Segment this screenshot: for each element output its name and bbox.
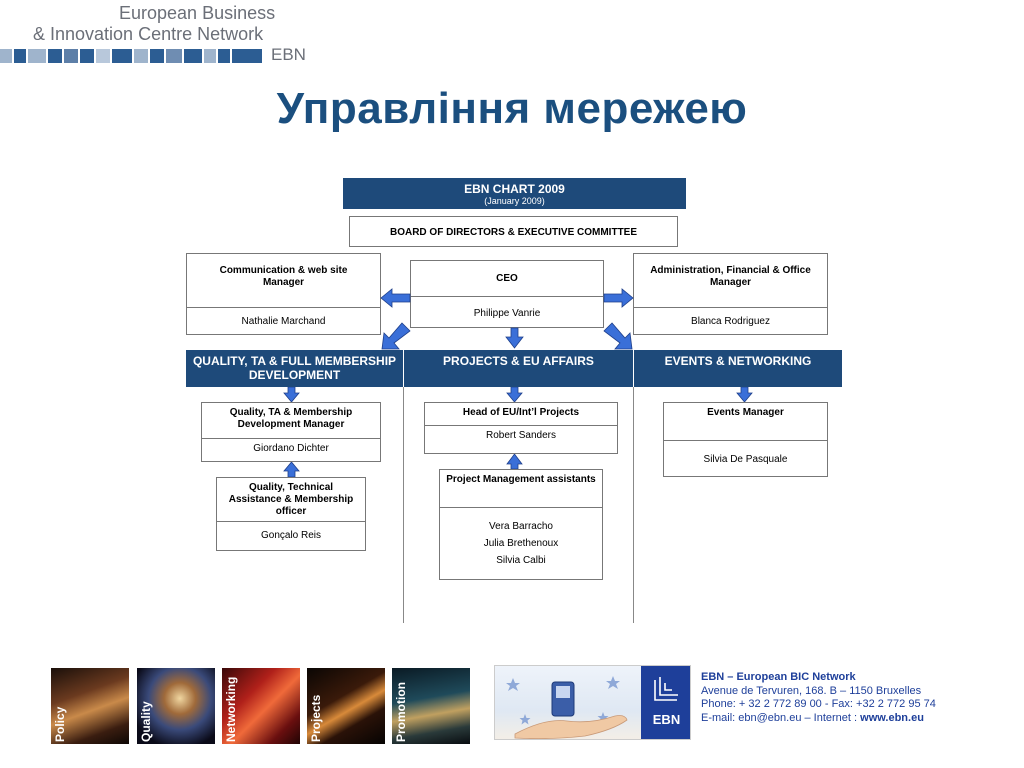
- logo-line-2: & Innovation Centre Network: [33, 24, 264, 44]
- footer-phone: Phone: + 32 2 772 89 00 - Fax: +32 2 772…: [701, 698, 936, 710]
- ceo-name: Philippe Vanrie: [473, 308, 541, 319]
- dept-projects-label: PROJECTS & EU AFFAIRS: [443, 354, 594, 368]
- footer-banner: EBN: [494, 665, 691, 740]
- arrow-quality-dept: [283, 386, 300, 403]
- quality-manager-role: Quality, TA & Membership Development Man…: [202, 403, 380, 439]
- ebn-logo-icon: [654, 677, 678, 701]
- arrow-pm-up: [506, 453, 523, 470]
- arrow-ceo-to-events: [603, 322, 633, 350]
- footer-website-link[interactable]: www.ebn.eu: [860, 712, 924, 724]
- slide-title: Управління мережею: [276, 84, 748, 133]
- admin-box: Administration, Financial & Office Manag…: [633, 253, 828, 335]
- arrow-ceo-to-admin: [603, 288, 634, 308]
- quality-officer-name: Gonçalo Reis: [260, 530, 322, 541]
- column-divider-right: [633, 387, 634, 623]
- arrow-ceo-to-projects: [505, 327, 524, 349]
- footer-tile-label: Projects: [309, 694, 323, 742]
- footer-tile-promotion: Promotion: [392, 668, 470, 744]
- hand-illustration: [506, 676, 628, 739]
- footer-email: E-mail: ebn@ebn.eu – Internet : www.ebn.…: [701, 712, 924, 724]
- quality-manager-name: Giordano Dichter: [253, 443, 329, 454]
- ebn-footer-logo: EBN: [641, 666, 690, 739]
- logo-abbr: EBN: [271, 45, 306, 64]
- footer-tile-projects: Projects: [307, 668, 385, 744]
- org-chart: EBN CHART 2009 (January 2009) BOARD OF D…: [186, 178, 842, 623]
- comm-name: Nathalie Marchand: [241, 316, 326, 327]
- admin-role: Administration, Financial & Office Manag…: [634, 254, 827, 308]
- dept-projects: PROJECTS & EU AFFAIRS: [404, 350, 633, 387]
- projects-head-role: Head of EU/Int’l Projects: [425, 403, 617, 426]
- events-manager-name: Silvia De Pasquale: [703, 454, 788, 465]
- quality-officer-box: Quality, Technical Assistance & Membersh…: [216, 477, 366, 551]
- ceo-box: CEO Philippe Vanrie: [410, 260, 604, 328]
- pm-assistants-names: Vera Barracho Julia Brethenoux Silvia Ca…: [440, 518, 602, 569]
- column-divider-left: [403, 387, 404, 623]
- chart-title: EBN CHART 2009: [464, 182, 565, 196]
- dept-events-label: EVENTS & NETWORKING: [664, 354, 812, 368]
- footer-tile-quality: Quality: [137, 668, 215, 744]
- comm-role: Communication & web site Manager: [187, 254, 380, 308]
- pm-assistant-name: Vera Barracho: [489, 521, 553, 532]
- events-manager-role: Events Manager: [664, 403, 827, 441]
- comm-box: Communication & web site Manager Nathali…: [186, 253, 381, 335]
- footer-email-text: E-mail: ebn@ebn.eu – Internet :: [701, 712, 861, 724]
- chart-subtitle: (January 2009): [484, 196, 545, 206]
- footer-org-name: EBN – European BIC Network: [701, 671, 856, 683]
- footer-tile-networking: Networking: [222, 668, 300, 744]
- chart-title-bar: EBN CHART 2009 (January 2009): [343, 178, 686, 209]
- arrow-ceo-to-comm: [380, 288, 411, 308]
- chart-arrows: [283, 288, 753, 478]
- ebn-logo-text: EBN: [652, 712, 681, 727]
- board-label: BOARD OF DIRECTORS & EXECUTIVE COMMITTEE: [389, 227, 638, 238]
- quality-officer-role: Quality, Technical Assistance & Membersh…: [217, 478, 365, 522]
- pm-assistant-name: Julia Brethenoux: [483, 538, 559, 549]
- arrow-events-dept: [736, 386, 753, 403]
- admin-name: Blanca Rodriguez: [691, 316, 770, 327]
- pm-assistants-role: Project Management assistants: [440, 470, 602, 508]
- arrow-officer-up: [283, 461, 300, 478]
- footer-address: Avenue de Tervuren, 168. B – 1150 Bruxel…: [701, 685, 922, 697]
- ceo-role: CEO: [411, 261, 603, 297]
- projects-head-name: Robert Sanders: [485, 430, 557, 441]
- events-manager-box: Events Manager Silvia De Pasquale: [663, 402, 828, 477]
- dept-quality-label: QUALITY, TA & FULL MEMBERSHIP DEVELOPMEN…: [192, 354, 397, 382]
- arrow-projects-dept: [506, 386, 523, 403]
- arrow-ceo-to-quality: [381, 322, 411, 350]
- footer-tile-label: Policy: [53, 706, 67, 742]
- footer-tile-label: Networking: [224, 676, 238, 742]
- projects-head-box: Head of EU/Int’l Projects Robert Sanders: [424, 402, 618, 454]
- quality-manager-box: Quality, TA & Membership Development Man…: [201, 402, 381, 462]
- dept-events: EVENTS & NETWORKING: [634, 350, 842, 387]
- footer-tile-label: Quality: [139, 701, 153, 742]
- dept-quality: QUALITY, TA & FULL MEMBERSHIP DEVELOPMEN…: [186, 350, 403, 387]
- pm-assistant-name: Silvia Calbi: [496, 555, 546, 566]
- footer-tile-policy: Policy: [51, 668, 129, 744]
- ebn-logo: European Business & Innovation Centre Ne…: [0, 0, 320, 66]
- board-box: BOARD OF DIRECTORS & EXECUTIVE COMMITTEE: [349, 216, 678, 247]
- logo-line-1: European Business: [119, 3, 276, 23]
- pm-assistants-box: Project Management assistants Vera Barra…: [439, 469, 603, 580]
- footer-tile-label: Promotion: [394, 682, 408, 742]
